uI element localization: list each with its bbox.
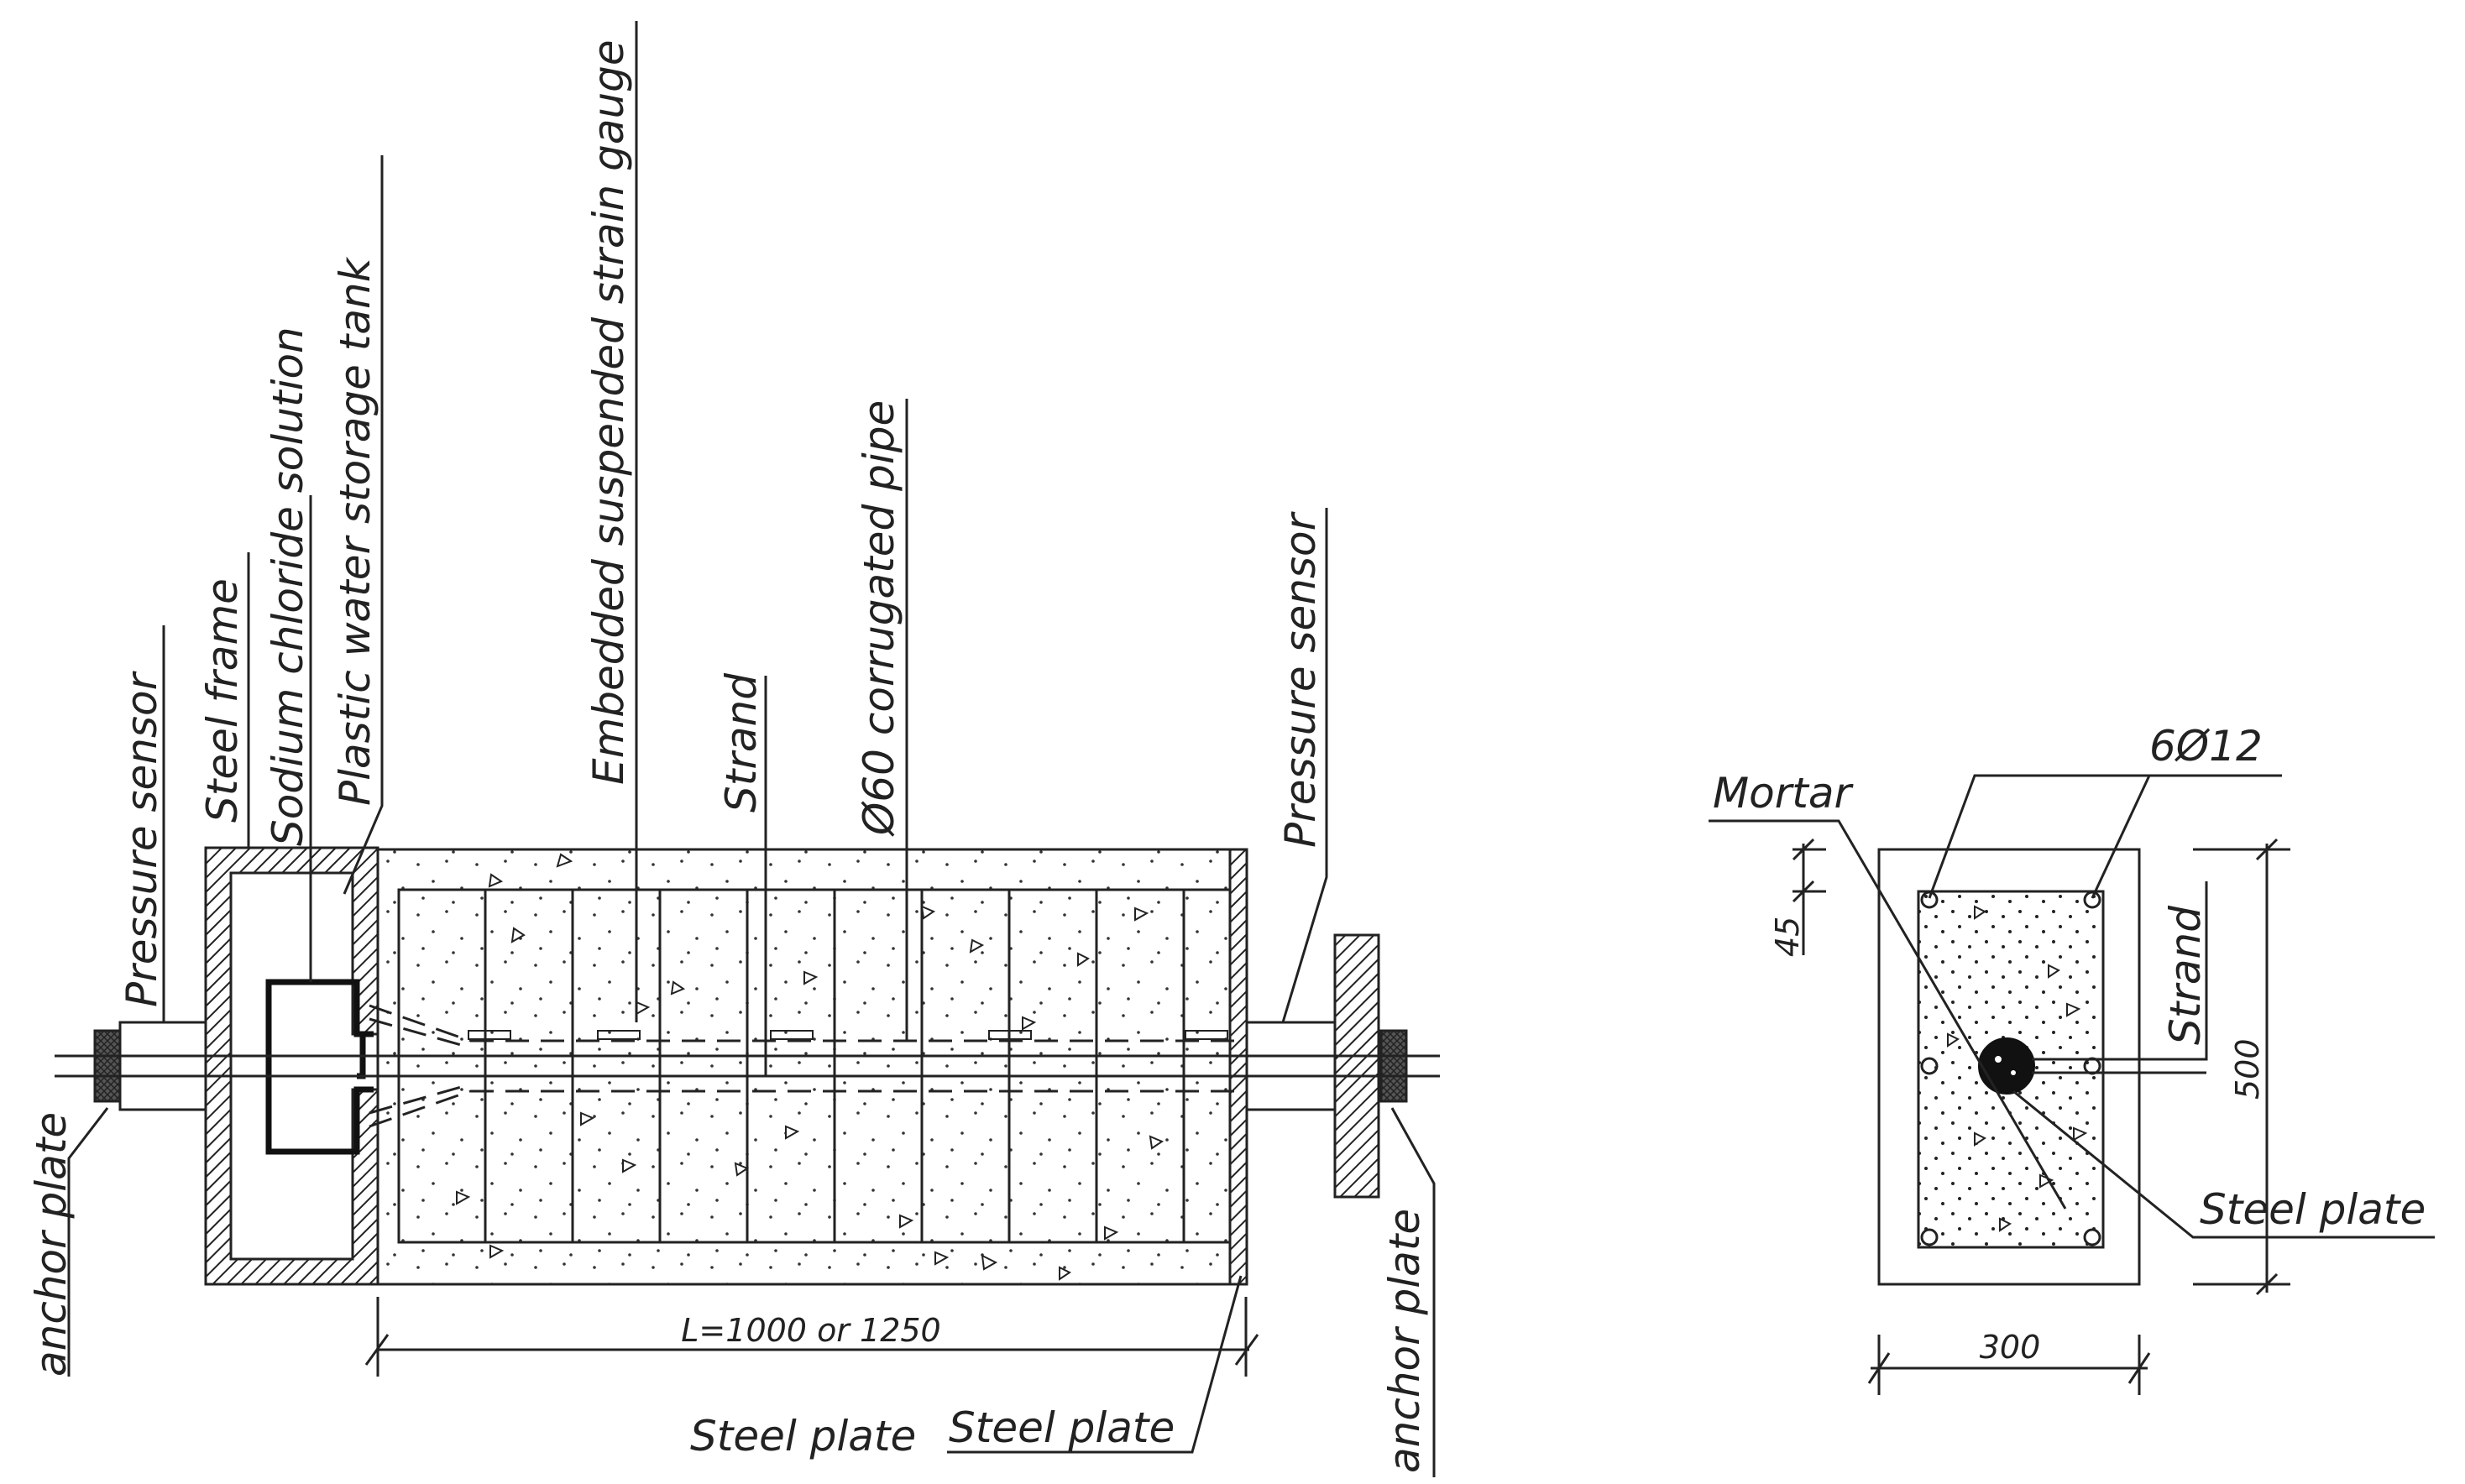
length-dim-label: L=1000 or 1250 — [681, 1312, 940, 1349]
length-dimension: L=1000 or 1250 — [364, 1297, 1259, 1377]
height-dimension: 500 — [2193, 838, 2290, 1296]
mortar-label: Mortar — [1713, 769, 1855, 818]
strand-label: Strand — [717, 673, 766, 813]
section-strand-label: Strand — [2161, 906, 2210, 1045]
strand-section — [1978, 1037, 2035, 1095]
height-dim-label: 500 — [2229, 1038, 2266, 1100]
width-dim-label: 300 — [1980, 1329, 2041, 1366]
leader-lines — [67, 21, 1436, 1477]
steel-plate-label-1: Steel plate — [690, 1412, 916, 1460]
strain-gauges — [468, 1030, 1228, 1040]
steel-frame-label: Steel frame — [198, 578, 247, 823]
section-outline — [1877, 848, 2141, 1286]
anchor-plate-right — [1333, 933, 1380, 1199]
anchor-plate-left-label: anchor plate — [27, 1112, 76, 1377]
section-steel-plate-label: Steel plate — [2200, 1185, 2426, 1234]
aggregate-marks — [456, 853, 1164, 1281]
pipe-segment-lines — [484, 890, 1185, 1242]
pressure-sensor-right-label: Pressure sensor — [1276, 510, 1325, 848]
pressure-sensor-right — [1245, 1021, 1337, 1111]
cross-section-view: 45 500 300 Mortar 6Ø12 Strand Steel plat… — [1709, 722, 2435, 1395]
cover-dim-label: 45 — [1769, 917, 1806, 957]
steel-plate-right — [1228, 848, 1248, 1286]
anchor-plate-right-label: anchor plate — [1380, 1209, 1429, 1473]
sodium-chloride-label: Sodium chloride solution — [264, 327, 312, 846]
strain-gauge-label: Embedded suspended strain gauge — [584, 39, 633, 785]
pressure-sensor-left — [118, 1021, 207, 1111]
steel-frame — [204, 846, 379, 1286]
corrugated-pipe-label: Ø60 corrugated pipe — [855, 400, 903, 837]
width-dimension: 300 — [1867, 1329, 2151, 1395]
strand-line — [55, 1054, 1440, 1078]
corrugated-pipe-dashed — [369, 1004, 1243, 1128]
anchor-nut-left — [93, 1029, 122, 1103]
anchor-nut-right — [1379, 1029, 1408, 1103]
rebar-label: 6Ø12 — [2149, 722, 2263, 771]
water-storage-tank — [265, 979, 366, 1155]
steel-plate-label-2: Steel plate — [949, 1403, 1175, 1452]
section-leader-lines — [1709, 774, 2435, 1239]
pressure-sensor-left-label: Pressure sensor — [118, 670, 166, 1007]
cover-dimension: 45 — [1769, 838, 1826, 957]
water-tank-label: Plastic water storage tank — [331, 256, 379, 806]
concrete-beam — [376, 848, 1248, 1286]
rebar-circles — [1920, 891, 2101, 1246]
elevation-view: L=1000 or 1250 anchor plate Pressure sen… — [27, 21, 1440, 1477]
